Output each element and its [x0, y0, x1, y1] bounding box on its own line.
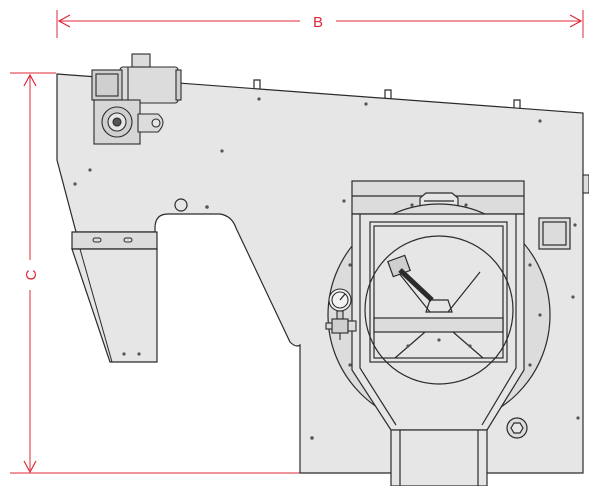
outlet-spout — [390, 429, 488, 487]
gauge-needle — [339, 293, 346, 301]
hex-bolt-head — [510, 422, 524, 434]
valve-icon — [325, 318, 357, 340]
valve-body — [331, 318, 349, 334]
hole — [257, 97, 261, 101]
hole — [571, 295, 575, 299]
rotor-spoke-bottom — [394, 331, 484, 359]
dimension-b-arrow-left — [57, 14, 71, 28]
hole — [406, 344, 410, 348]
hole — [538, 119, 542, 123]
hole — [310, 436, 314, 440]
hole — [364, 102, 368, 106]
dimension-c-arrow-bottom — [23, 460, 37, 474]
rotor-wheel — [364, 235, 514, 385]
inspection-cover-inner — [542, 221, 567, 246]
rotor-hub — [425, 299, 453, 313]
hole — [348, 263, 352, 267]
drum-window-inner — [373, 225, 504, 359]
hopper-funnel-inner — [359, 214, 517, 426]
hole — [137, 352, 141, 356]
hole — [410, 203, 414, 207]
hole — [342, 199, 346, 203]
panel-large-hole — [174, 198, 188, 212]
hole — [348, 363, 352, 367]
valve-handle — [325, 322, 333, 330]
hole — [205, 205, 209, 209]
hole — [538, 313, 542, 317]
hole — [220, 149, 224, 153]
valve-outlet — [347, 320, 357, 332]
inspection-cover-plate — [538, 217, 571, 250]
dimension-c-label: C — [23, 269, 40, 280]
dimension-b: B — [56, 10, 584, 38]
rotor-spokes — [394, 271, 484, 359]
sampler-arm — [398, 268, 434, 302]
dimension-c: C — [10, 72, 300, 474]
hole — [73, 182, 77, 186]
top-tab-3 — [513, 99, 521, 109]
support-bracket-top — [71, 231, 158, 250]
hex-bolt-icon — [506, 417, 528, 439]
hole — [88, 168, 92, 172]
dimension-b-label: B — [313, 14, 323, 31]
hole — [437, 338, 441, 342]
motor-end-cap — [175, 69, 182, 101]
gauge-stem — [336, 310, 344, 320]
top-tab-2 — [384, 89, 392, 99]
rotor-spoke-top — [397, 271, 481, 313]
slot — [92, 237, 102, 243]
hole — [576, 416, 580, 420]
gearbox-inner — [95, 73, 119, 97]
gear-motor-icon — [91, 53, 182, 145]
pressure-gauge-icon — [328, 288, 352, 320]
hole — [464, 203, 468, 207]
hole — [528, 263, 532, 267]
support-bracket-plate — [71, 248, 158, 363]
torque-arm-hole — [151, 118, 161, 128]
motor-housing — [119, 66, 179, 104]
gauge-face — [331, 291, 349, 309]
hopper-handle — [419, 192, 459, 206]
support-bracket-edge — [79, 248, 113, 363]
right-edge-fitting — [582, 174, 589, 194]
torque-arm — [137, 113, 164, 133]
dimension-b-arrow-right — [569, 14, 583, 28]
hole — [468, 344, 472, 348]
inspection-cover — [538, 217, 571, 250]
rotor-crossbar — [373, 317, 504, 333]
dimension-c-arrow-top — [23, 73, 37, 87]
panel-holes — [73, 97, 580, 440]
support-bracket — [71, 231, 158, 363]
top-tab-1 — [253, 79, 261, 89]
shaft-center — [112, 117, 122, 127]
hole — [528, 363, 532, 367]
edge-fitting — [582, 174, 589, 194]
slot — [123, 237, 133, 243]
hole — [122, 352, 126, 356]
hole — [573, 223, 577, 227]
hopper-housing — [327, 180, 551, 487]
top-tabs — [253, 79, 521, 109]
terminal-box — [131, 53, 151, 68]
